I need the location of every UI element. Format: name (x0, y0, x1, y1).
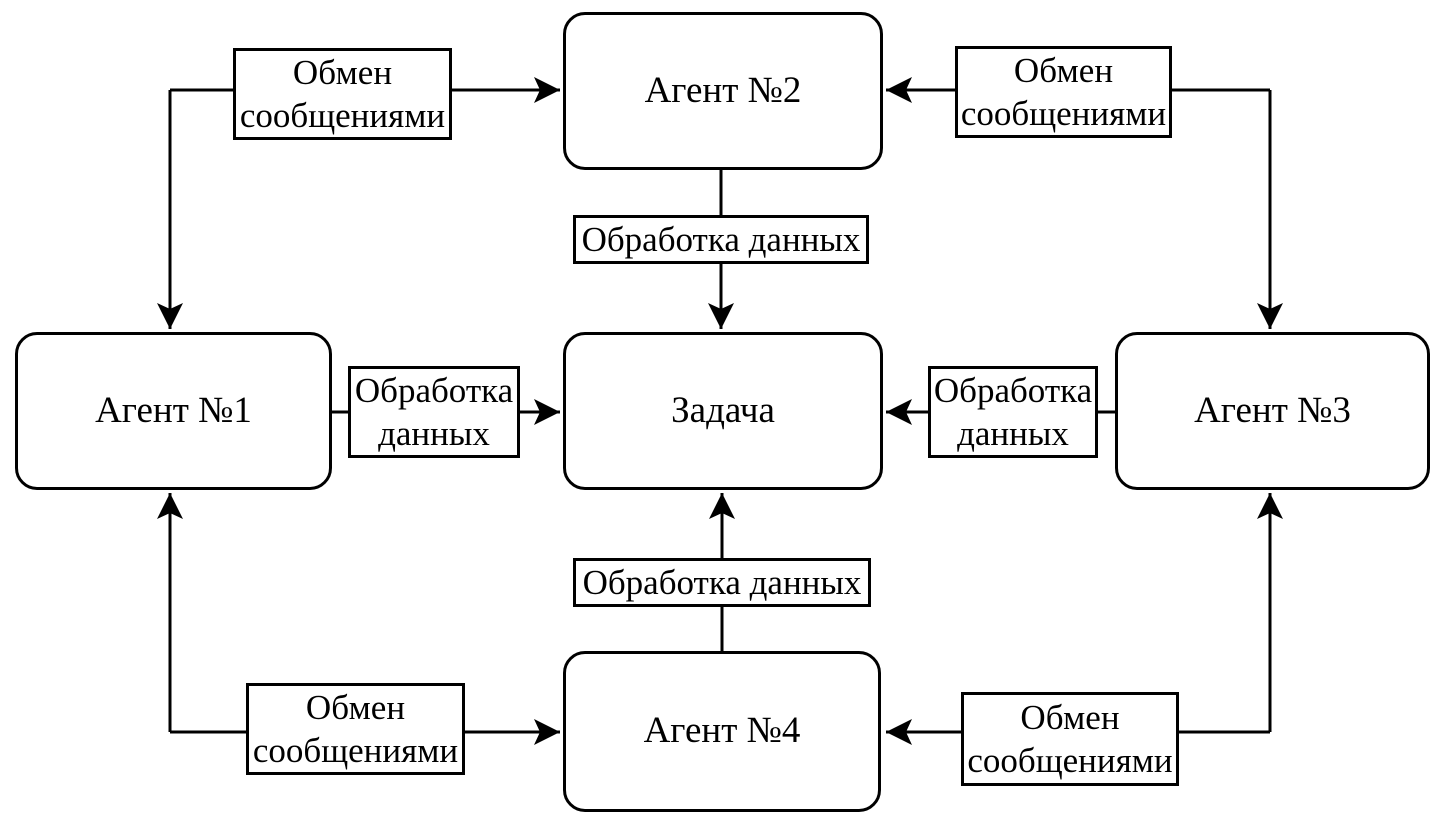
edge-label-message-exchange-bottom-left: Обмен сообщениями (246, 683, 465, 775)
node-agent-2: Агент №2 (563, 12, 883, 170)
node-task-label: Задача (671, 389, 775, 431)
edge-label-message-exchange-top-left: Обмен сообщениями (233, 48, 452, 140)
node-agent-4-label: Агент №4 (643, 710, 801, 752)
edge-label-message-exchange-bottom-right: Обмен сообщениями (961, 692, 1179, 786)
edge-label-data-processing-top-center: Обработка данных (573, 215, 869, 264)
node-agent-3: Агент №3 (1115, 332, 1430, 490)
edge-label-data-processing-bottom-center: Обработка данных (573, 558, 871, 607)
node-agent-1-label: Агент №1 (95, 389, 252, 431)
node-agent-2-label: Агент №2 (644, 69, 802, 111)
node-agent-4: Агент №4 (563, 651, 881, 812)
edge-label-data-processing-middle-right: Обработка данных (928, 366, 1098, 458)
edge-label-data-processing-middle-left: Обработка данных (348, 366, 520, 458)
node-agent-3-label: Агент №3 (1194, 389, 1351, 431)
edge-label-message-exchange-top-right: Обмен сообщениями (955, 46, 1172, 138)
node-agent-1: Агент №1 (15, 332, 332, 490)
node-task: Задача (563, 332, 883, 490)
